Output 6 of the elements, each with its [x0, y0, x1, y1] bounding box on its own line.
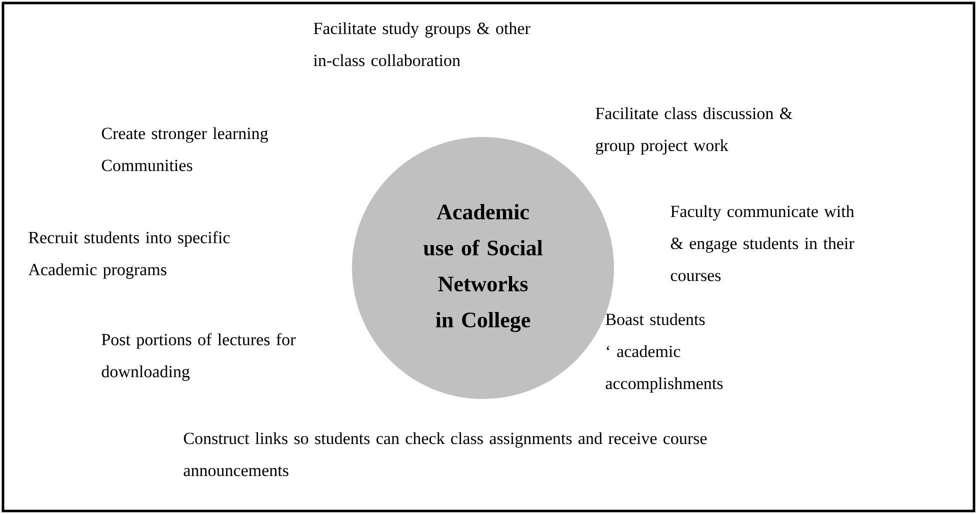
use-label: Facilitate study groups & other in-class collaboration [314, 22, 530, 66]
use-label: Recruit students into specific Academic programs [28, 231, 230, 279]
use-label: Construct links so students can check class assignments and receive course announcements [184, 432, 707, 476]
use-label: Post portions of lectures for downloading [102, 333, 296, 381]
use-label: Faculty communicate with & engage students in their courses [670, 205, 854, 282]
use-label: Create stronger learning Communities [102, 127, 268, 172]
